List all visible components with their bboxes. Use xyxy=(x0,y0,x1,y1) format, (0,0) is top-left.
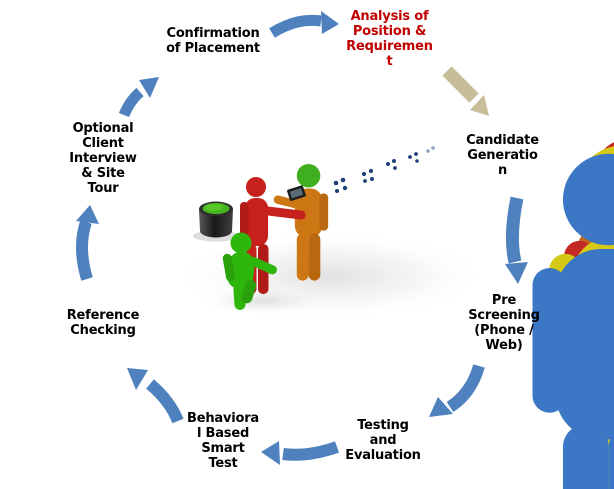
people-queue-illustration xyxy=(174,127,614,489)
walking-green-figure xyxy=(222,232,277,310)
arrow-prescreening-to-testing xyxy=(429,364,485,417)
arrow-confirmation-to-analysis xyxy=(269,11,339,38)
arrow-candidate-to-prescreening xyxy=(505,196,528,284)
arrow-analysis-to-candidate xyxy=(442,66,489,116)
step-label-behavioral-based-smart-test: Behaviora l Based Smart Test xyxy=(187,411,259,471)
step-label-reference-checking: Reference Checking xyxy=(66,308,140,338)
queue-leader-figure xyxy=(273,163,329,281)
step-label-confirmation-of-placement: Confirmation of Placement xyxy=(166,26,260,56)
arrow-reference-to-optional xyxy=(76,205,99,281)
ground-shadow xyxy=(174,232,490,320)
chest-dots xyxy=(333,146,435,193)
step-label-analysis-of-position-and-requirement: Analysis of Position & Requiremen t xyxy=(346,9,433,69)
flow-arrows xyxy=(76,11,528,465)
arrow-behavioral-to-reference xyxy=(127,368,184,424)
step-label-testing-and-evaluation: Testing and Evaluation xyxy=(345,418,421,463)
arrow-optional-to-confirmation xyxy=(118,77,159,118)
arrow-testing-to-behavioral xyxy=(261,441,339,465)
step-label-candidate-generation: Candidate Generatio n xyxy=(466,133,539,178)
clipboard-icon xyxy=(287,185,306,201)
step-label-pre-screening: Pre Screening (Phone / Web) xyxy=(468,293,540,353)
step-label-optional-client-interview-site-tour: Optional Client Interview & Site Tour xyxy=(69,121,137,196)
barrel-icon xyxy=(193,201,239,242)
